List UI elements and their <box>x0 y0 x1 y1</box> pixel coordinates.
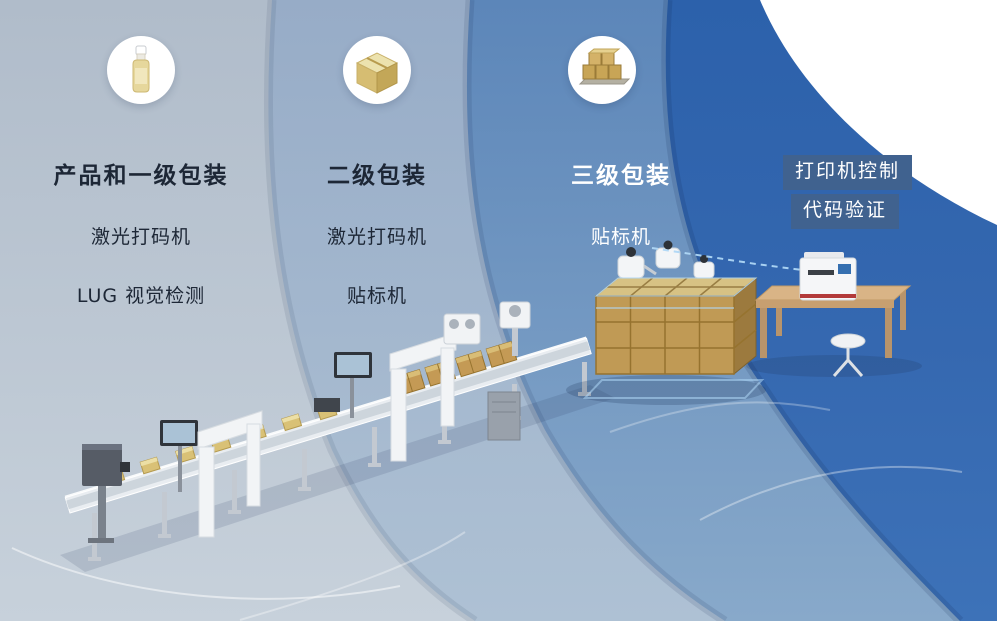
labeling-machine-1 <box>443 313 481 345</box>
label-code-verification: 代码验证 <box>791 194 900 229</box>
carton-icon <box>343 36 411 104</box>
desk-shadow <box>746 355 922 377</box>
bottle-icon <box>107 36 175 104</box>
control-cabinet <box>487 391 521 441</box>
conveyor-belt <box>64 336 592 514</box>
pallet-labeler-robots <box>617 240 715 279</box>
labeling-machine-2 <box>499 301 531 356</box>
stage-tertiary-packaging: 三级包装 贴标机 <box>486 36 756 249</box>
stage-item: 激光打码机 <box>90 226 191 248</box>
printer-device <box>799 252 857 301</box>
stage-item: 激光打码机 <box>326 226 427 248</box>
stage-item: 贴标机 <box>346 285 407 307</box>
laser-coder-machine-2 <box>314 352 372 418</box>
stage-item: 贴标机 <box>590 226 651 248</box>
stage-title: 三级包装 <box>571 163 671 189</box>
control-desk <box>754 285 912 358</box>
stool <box>830 333 866 377</box>
stage-item: LUG 视觉检测 <box>76 285 206 307</box>
floor-marks <box>11 401 963 621</box>
stage-secondary-packaging: 二级包装 激光打码机 贴标机 <box>242 36 512 308</box>
stage-primary-packaging: 产品和一级包装 激光打码机 LUG 视觉检测 <box>6 36 276 308</box>
gantry-arch-2 <box>389 332 457 462</box>
scan-lines <box>582 247 803 399</box>
inspection-monitor-1 <box>160 420 198 492</box>
laser-coder-machine-1 <box>82 444 130 543</box>
pallet-icon <box>568 36 636 104</box>
stage-title: 二级包装 <box>327 163 427 189</box>
stage-title: 产品和一级包装 <box>53 163 229 189</box>
label-printer-control: 打印机控制 <box>783 155 913 190</box>
gantry-arch-1 <box>197 410 263 538</box>
